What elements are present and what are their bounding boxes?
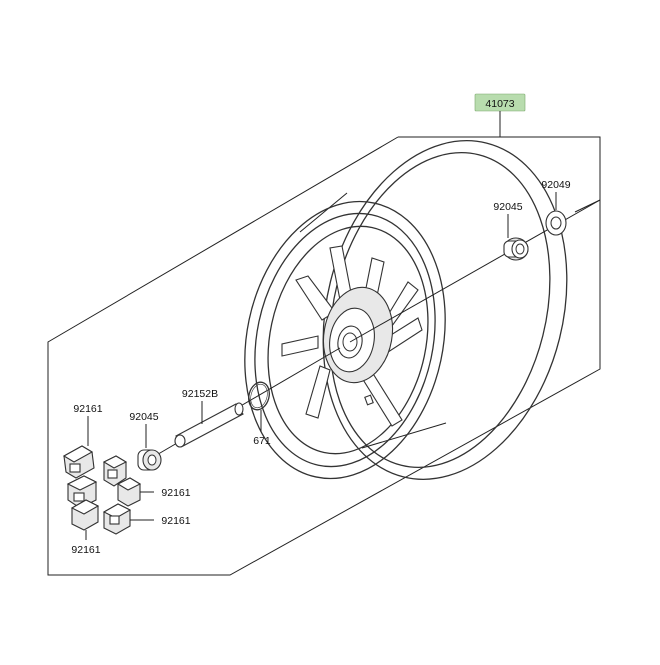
- assembly-boundary: [47, 136, 601, 576]
- part-label-damper-bottom: 92161: [71, 544, 100, 556]
- collar-sleeve-icon[interactable]: [174, 402, 244, 448]
- oil-seal-icon[interactable]: [545, 210, 567, 236]
- ball-bearing-icon-left[interactable]: [137, 449, 162, 471]
- ball-bearing-icon[interactable]: [503, 237, 529, 261]
- part-label-damper-mid: 92161: [161, 487, 190, 499]
- assembly-part-number: 41073: [485, 98, 514, 110]
- o-ring-icon[interactable]: [246, 380, 273, 412]
- part-label-bearing-left: 92045: [129, 411, 158, 423]
- part-label-damper-top: 92161: [73, 403, 102, 415]
- rear-wheel-icon[interactable]: [220, 115, 601, 506]
- assembly-part-label[interactable]: 41073: [474, 93, 526, 112]
- rubber-damper-icon[interactable]: [62, 445, 142, 535]
- part-label-damper-low: 92161: [161, 515, 190, 527]
- part-label-oring: 671: [253, 435, 271, 447]
- part-label-collar: 92152B: [182, 388, 218, 400]
- part-label-bearing-right: 92045: [493, 201, 522, 213]
- part-label-seal: 92049: [541, 179, 570, 191]
